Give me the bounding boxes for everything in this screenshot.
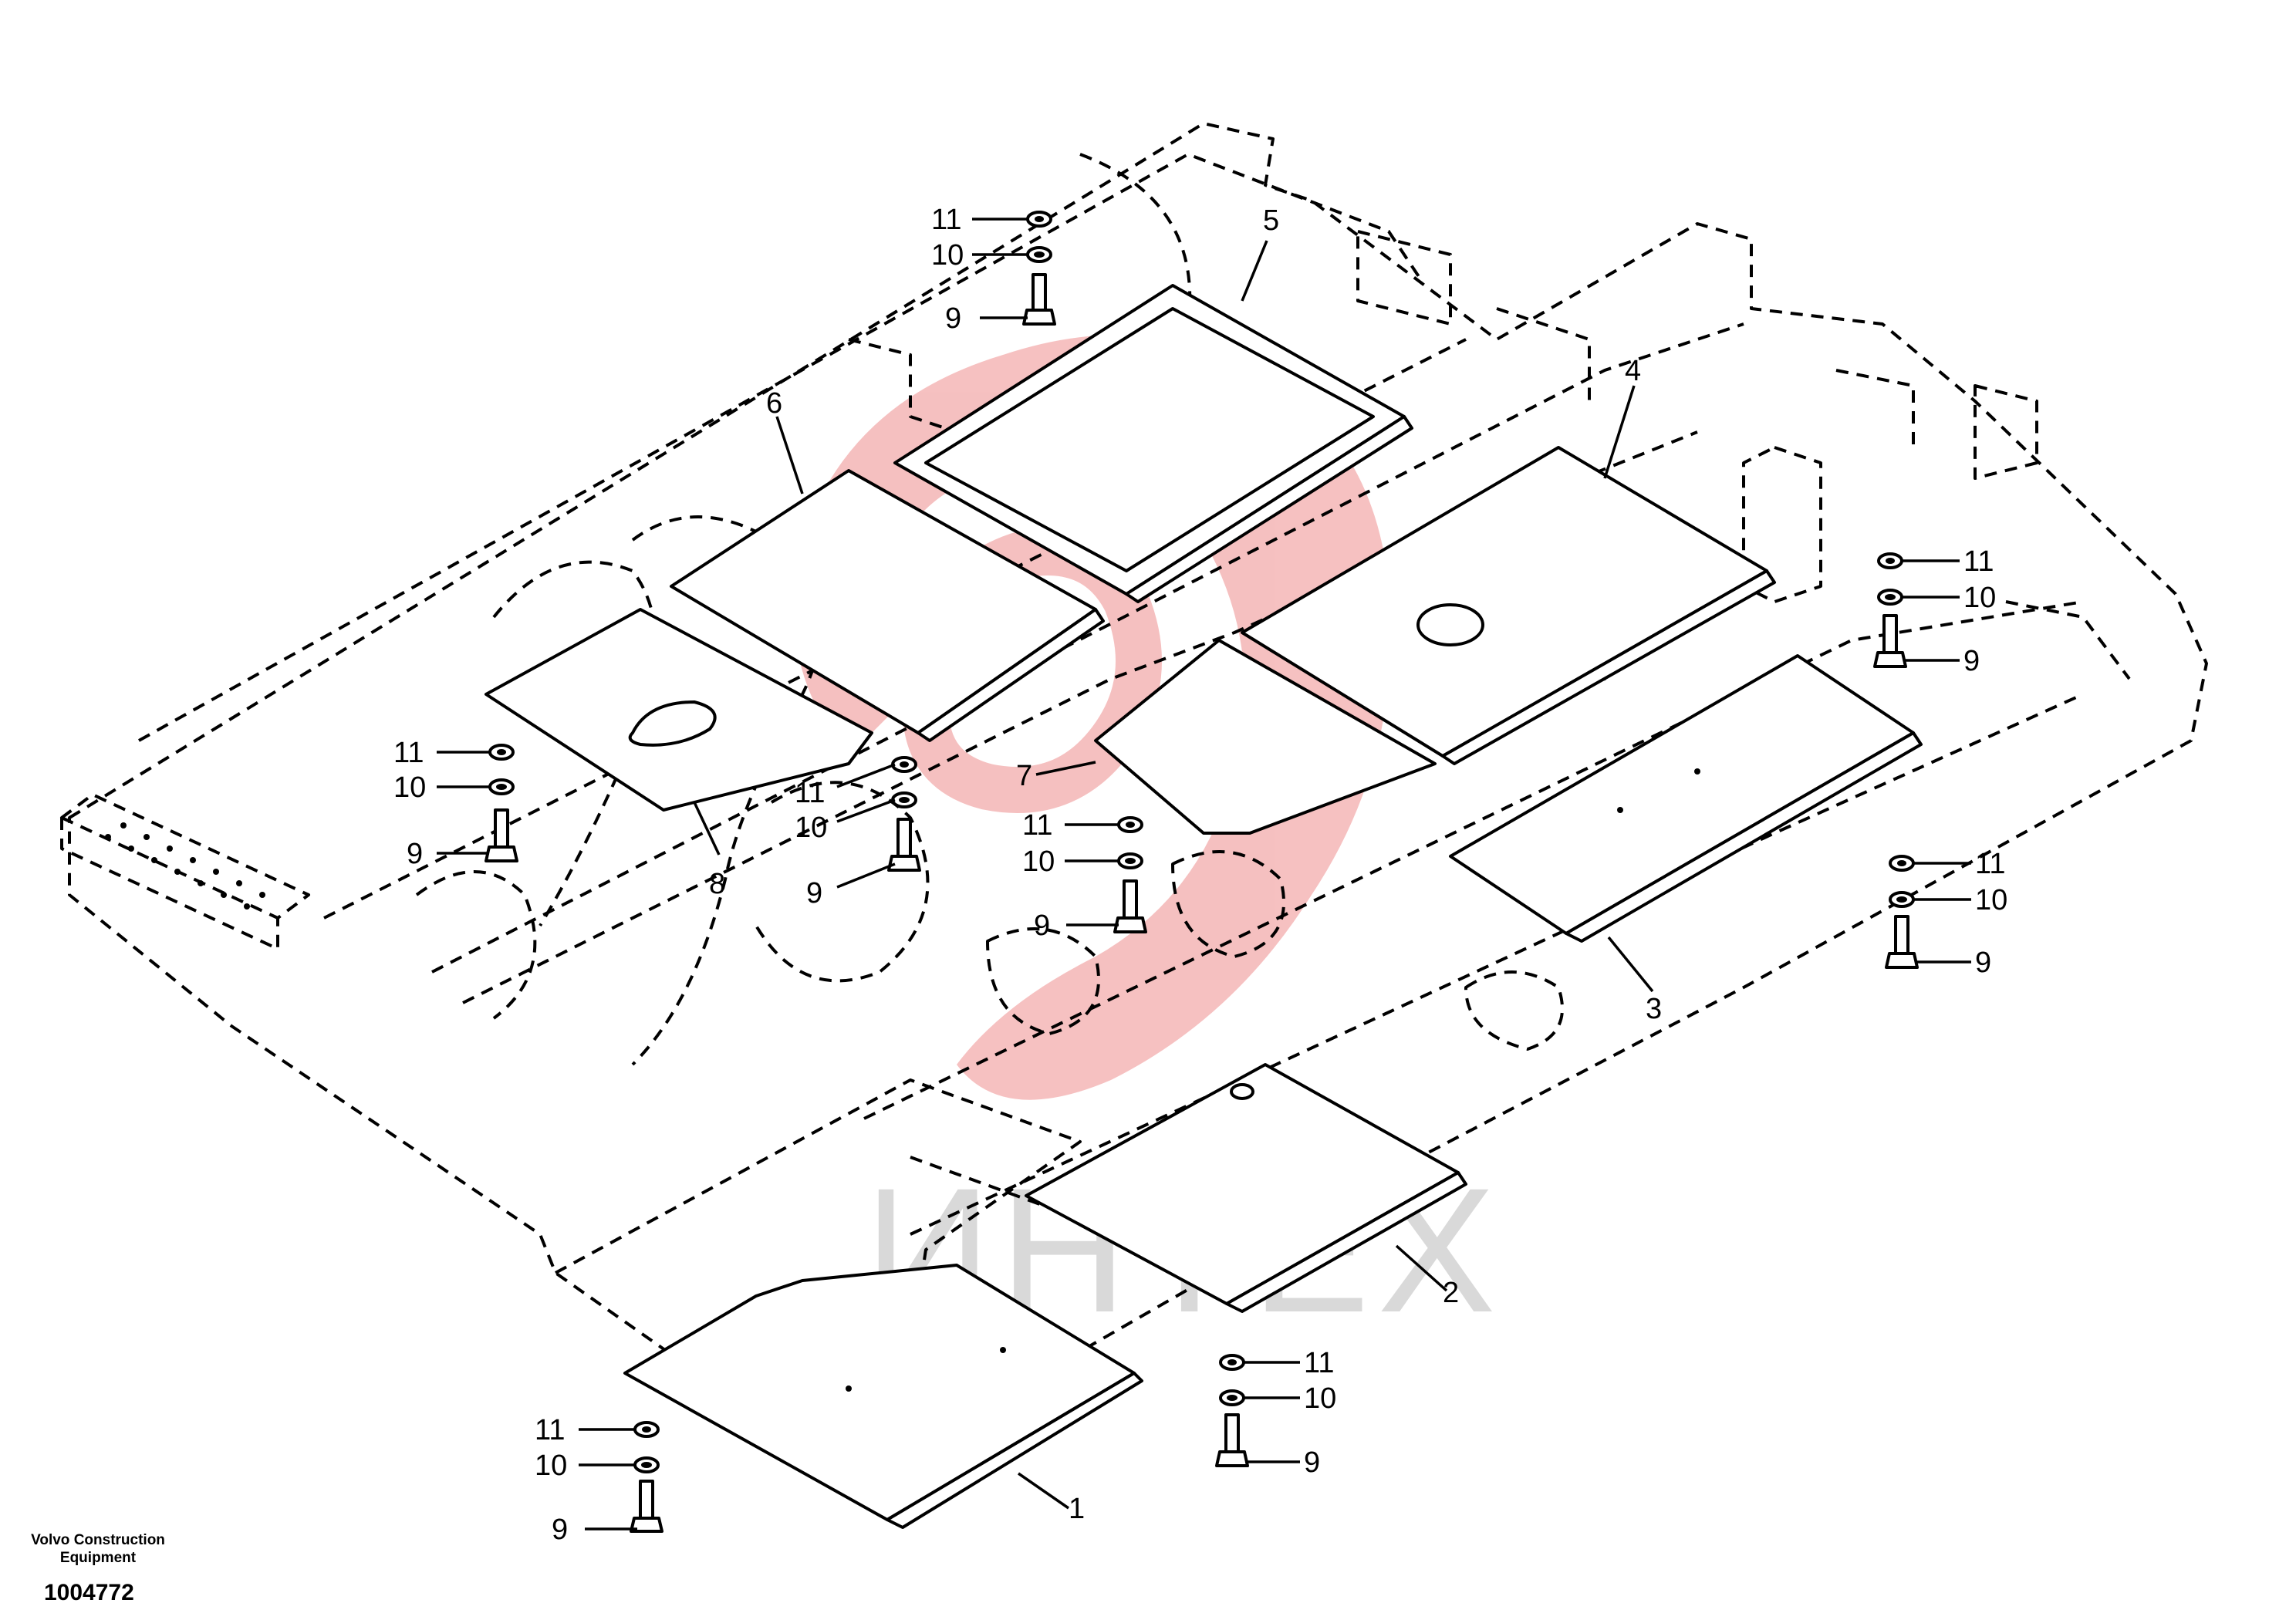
cover-plate-6 (670, 469, 1105, 742)
callout-10: 10 (535, 1450, 567, 1482)
callout-9: 9 (552, 1514, 568, 1546)
callout-9: 9 (1975, 947, 1991, 979)
callout-11: 11 (535, 1414, 565, 1446)
callout-9: 9 (806, 877, 822, 910)
drawing-number: 1004772 (44, 1580, 134, 1605)
callout-11: 11 (931, 204, 961, 236)
callout-11: 11 (393, 737, 424, 769)
fastener-stack-5 (1022, 211, 1056, 326)
cover-plate-7 (1094, 639, 1437, 835)
callout-11: 11 (1963, 545, 1994, 578)
callout-10: 10 (795, 812, 827, 844)
part-callout-8: 8 (709, 868, 725, 900)
cover-plate-2 (1025, 1063, 1467, 1313)
callout-9: 9 (1963, 645, 1980, 677)
callout-10: 10 (1975, 884, 2007, 916)
callout-9: 9 (1034, 910, 1050, 942)
part-callout-7: 7 (1016, 760, 1032, 792)
part-callout-6: 6 (766, 387, 782, 420)
front-grille (60, 793, 310, 950)
fastener-stack-8 (485, 744, 518, 862)
leader-lines (437, 218, 1971, 1531)
callout-10: 10 (1022, 845, 1055, 878)
cover-plate-5 (893, 284, 1413, 603)
callout-10: 10 (393, 771, 426, 804)
callout-9: 9 (407, 838, 423, 870)
publisher-line-2: Equipment (60, 1550, 137, 1566)
part-callout-4: 4 (1625, 355, 1641, 387)
publisher-line-1: Volvo Construction (31, 1532, 165, 1548)
callout-11: 11 (1022, 809, 1052, 842)
fastener-stack-3 (1885, 855, 1919, 969)
callout-9: 9 (1304, 1446, 1320, 1479)
fastener-stack-6 (887, 756, 921, 872)
part-callout-5: 5 (1263, 204, 1279, 237)
fastener-stack-4 (1873, 552, 1907, 668)
cover-plate-3 (1449, 654, 1923, 943)
cover-plate-8 (485, 608, 873, 812)
fastener-stack-1 (630, 1421, 663, 1533)
callout-11: 11 (1975, 848, 2005, 880)
callout-11: 11 (1304, 1347, 1334, 1379)
part-callout-2: 2 (1443, 1277, 1459, 1309)
callout-labels: 11 10 9 11 10 9 11 10 9 11 10 9 11 10 9 … (393, 204, 2007, 1546)
callout-9: 9 (945, 302, 961, 335)
callout-10: 10 (1304, 1382, 1336, 1415)
drawing-credit: Volvo Construction Equipment 1004772 (31, 1532, 165, 1605)
cover-plate-1 (623, 1264, 1143, 1529)
callout-11: 11 (795, 777, 825, 809)
part-callout-3: 3 (1646, 993, 1662, 1025)
callout-10: 10 (931, 239, 964, 272)
cover-plate-4 (1241, 446, 1776, 765)
part-callout-1: 1 (1069, 1493, 1085, 1525)
fastener-stack-7 (1113, 816, 1147, 933)
callout-10: 10 (1963, 582, 1996, 614)
fastener-stack-2 (1215, 1354, 1249, 1467)
